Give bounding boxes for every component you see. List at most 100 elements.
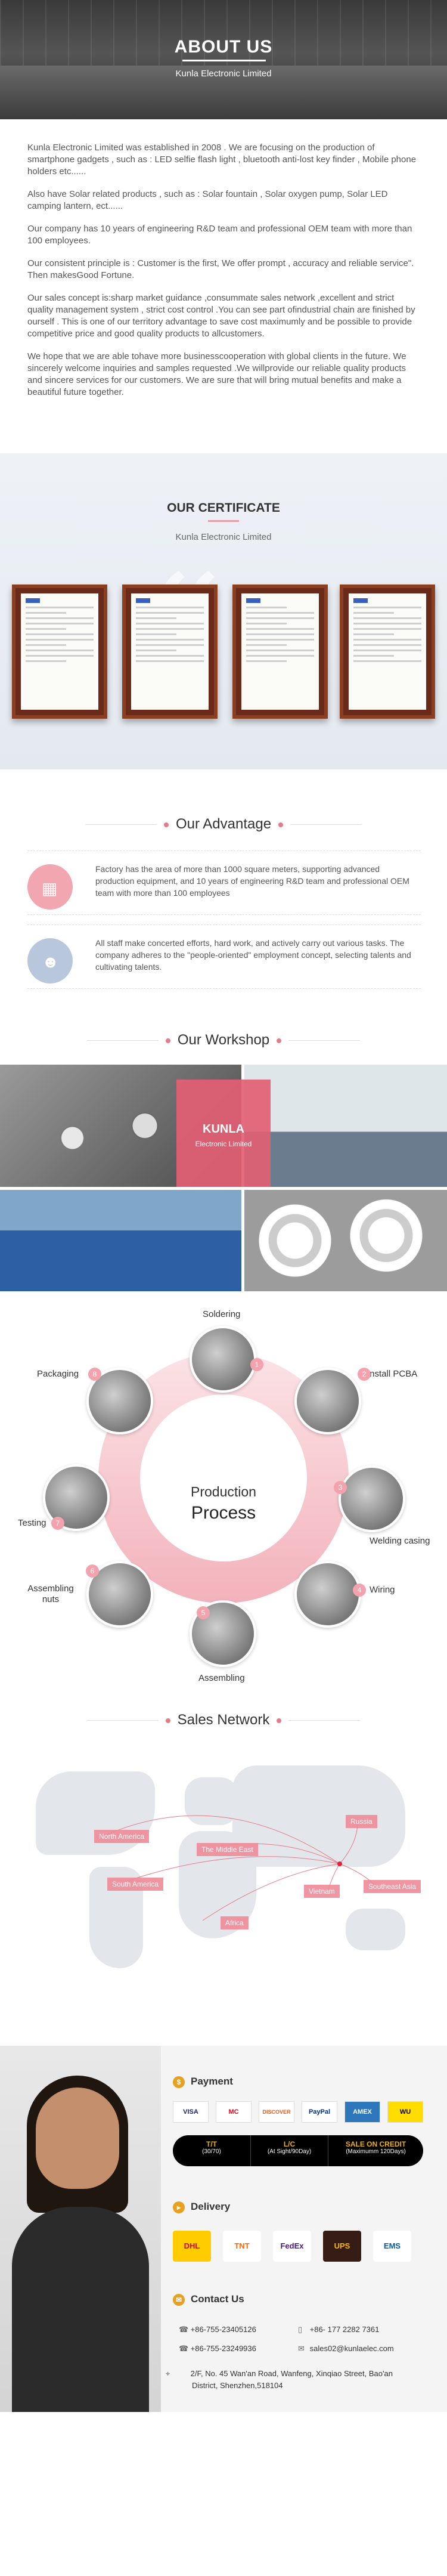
hero-building <box>0 66 447 119</box>
contact-icon: ✉ <box>173 2293 185 2306</box>
payment-terms: T/T(30/70) L/C(At Sight/90Day) SALE ON C… <box>173 2135 429 2166</box>
region-tag: North America <box>94 1830 150 1843</box>
payment-term: L/C(At Sight/90Day) <box>250 2135 328 2166</box>
certificate-divider <box>208 520 239 522</box>
region-tag: Russia <box>346 1815 377 1828</box>
contact-heading: ✉Contact Us <box>173 2293 244 2306</box>
about-paragraph: Our company has 10 years of engineering … <box>27 224 412 246</box>
region-tag: Africa <box>221 1916 249 1929</box>
workshop-photo <box>244 1065 447 1187</box>
advantage-item: ☻ All staff make concerted efforts, hard… <box>27 924 421 989</box>
about-paragraph: Also have Solar related products , such … <box>27 189 388 211</box>
about-hero: ABOUT US Kunla Electronic Limited <box>0 0 447 119</box>
western-union-icon: WU <box>387 2101 423 2123</box>
process-number: 2 <box>358 1368 371 1381</box>
paypal-icon: PayPal <box>302 2101 337 2123</box>
region-tag: Vietnam <box>304 1885 340 1898</box>
process-number: 1 <box>250 1358 263 1371</box>
process-label: Wiring <box>370 1585 395 1595</box>
certificate-title: OUR CERTIFICATE <box>167 501 280 515</box>
payment-cards: VISA MC DISCOVER PayPal AMEX WU <box>173 2101 429 2124</box>
about-paragraph: Our consistent principle is : Customer i… <box>27 258 414 280</box>
certificate-frame[interactable] <box>340 585 435 719</box>
route-lines <box>101 1815 382 1921</box>
sales-title: Sales Network <box>177 1712 270 1728</box>
delivery-carriers: DHL TNT FedEx UPS EMS <box>173 2231 429 2262</box>
process-step-welding-casing <box>339 1465 405 1532</box>
certificate-subtitle: Kunla Electronic Limited <box>175 532 272 542</box>
process-number: 7 <box>51 1517 64 1530</box>
hero-subtitle: Kunla Electronic Limited <box>175 69 272 79</box>
region-tag: Southeast Asia <box>364 1880 421 1893</box>
hero-divider <box>182 60 266 61</box>
phone-icon: ☎ <box>179 2344 189 2353</box>
process-title-main: Process <box>191 1503 256 1523</box>
certificate-frame[interactable] <box>12 585 107 719</box>
advantage-title: Our Advantage <box>175 816 272 832</box>
about-paragraph: We hope that we are able tohave more bus… <box>27 351 406 397</box>
process-section: Production Process Soldering 1 Install P… <box>0 1291 447 1700</box>
people-icon: ☻ <box>27 938 73 984</box>
process-label: Soldering <box>203 1309 241 1319</box>
process-step-wiring <box>294 1561 361 1628</box>
certificate-frame[interactable] <box>122 585 218 719</box>
amex-icon: AMEX <box>344 2101 380 2123</box>
brand-subtitle: Electronic Limited <box>195 1140 252 1148</box>
workshop-heading: Our Workshop <box>0 1032 447 1049</box>
certificate-section: “ OUR CERTIFICATE Kunla Electronic Limit… <box>0 453 447 769</box>
phone-1: ☎ +86-755-23405126 <box>179 2325 256 2334</box>
advantage-section: Our Advantage ▦ Factory has the area of … <box>0 769 447 1023</box>
workshop-section: Our Workshop KUNLA Electronic Limited <box>0 1023 447 1291</box>
discover-icon: DISCOVER <box>259 2101 294 2123</box>
process-step-soldering <box>190 1326 256 1393</box>
phone-2: ☎ +86-755-23249936 <box>179 2344 256 2353</box>
process-label: Assembling nuts <box>27 1584 74 1604</box>
process-label: Install PCBA <box>367 1369 418 1379</box>
mastercard-icon: MC <box>216 2101 252 2123</box>
process-number: 6 <box>86 1564 99 1578</box>
process-number: 5 <box>197 1606 210 1619</box>
hero-title: ABOUT US <box>174 37 273 57</box>
workshop-title: Our Workshop <box>177 1032 270 1048</box>
process-number: 3 <box>334 1481 347 1494</box>
process-label: Assembling <box>198 1673 245 1683</box>
mail-icon: ✉ <box>298 2344 305 2353</box>
region-tag: South America <box>107 1878 164 1891</box>
location-icon: ⌖ <box>166 2369 170 2378</box>
process-number: 4 <box>353 1584 366 1597</box>
advantage-item: ▦ Factory has the area of more than 1000… <box>27 851 421 915</box>
process-number: 8 <box>88 1368 101 1381</box>
mobile-icon: ▯ <box>298 2325 303 2334</box>
advantage-heading: Our Advantage <box>0 816 447 833</box>
customer-service-photo <box>0 2046 161 2412</box>
sales-heading: Sales Network <box>0 1712 447 1728</box>
payment-term: T/T(30/70) <box>173 2135 250 2166</box>
payment-icon: $ <box>173 2076 185 2088</box>
footer-section: $Payment VISA MC DISCOVER PayPal AMEX WU… <box>0 2046 447 2412</box>
about-text: Kunla Electronic Limited was established… <box>0 119 447 453</box>
ems-icon: EMS <box>373 2231 411 2262</box>
mobile: ▯ +86- 177 2282 7361 <box>298 2325 380 2334</box>
address: ⌖ 2/F, No. 45 Wan'an Road, Wanfeng, Xinq… <box>166 2369 393 2390</box>
process-title: Production <box>191 1484 256 1499</box>
brand-name: KUNLA <box>203 1122 244 1136</box>
process-ring: Production Process <box>98 1353 349 1603</box>
tnt-icon: TNT <box>223 2231 261 2262</box>
region-tag: The Middle East <box>197 1843 258 1856</box>
delivery-heading: ▸Delivery <box>173 2201 230 2213</box>
about-paragraph: Kunla Electronic Limited was established… <box>27 143 417 177</box>
process-step-install-pcba <box>294 1368 361 1434</box>
advantage-text: Factory has the area of more than 1000 s… <box>95 864 409 898</box>
fedex-icon: FedEx <box>273 2231 311 2262</box>
process-label: Welding casing <box>370 1536 430 1546</box>
visa-icon: VISA <box>173 2101 209 2123</box>
payment-heading: $Payment <box>173 2076 233 2088</box>
process-center: Production Process <box>140 1394 307 1561</box>
world-map: North America The Middle East Russia Sou… <box>24 1748 423 2004</box>
certificate-frame[interactable] <box>232 585 328 719</box>
sales-section: Sales Network North America The Middle E… <box>0 1700 447 2046</box>
payment-term: SALE ON CREDIT(Maximumm 120Days) <box>328 2135 423 2166</box>
email[interactable]: ✉ sales02@kunlaelec.com <box>298 2344 394 2353</box>
workshop-photo <box>0 1190 241 1291</box>
process-label: Testing <box>18 1518 46 1528</box>
